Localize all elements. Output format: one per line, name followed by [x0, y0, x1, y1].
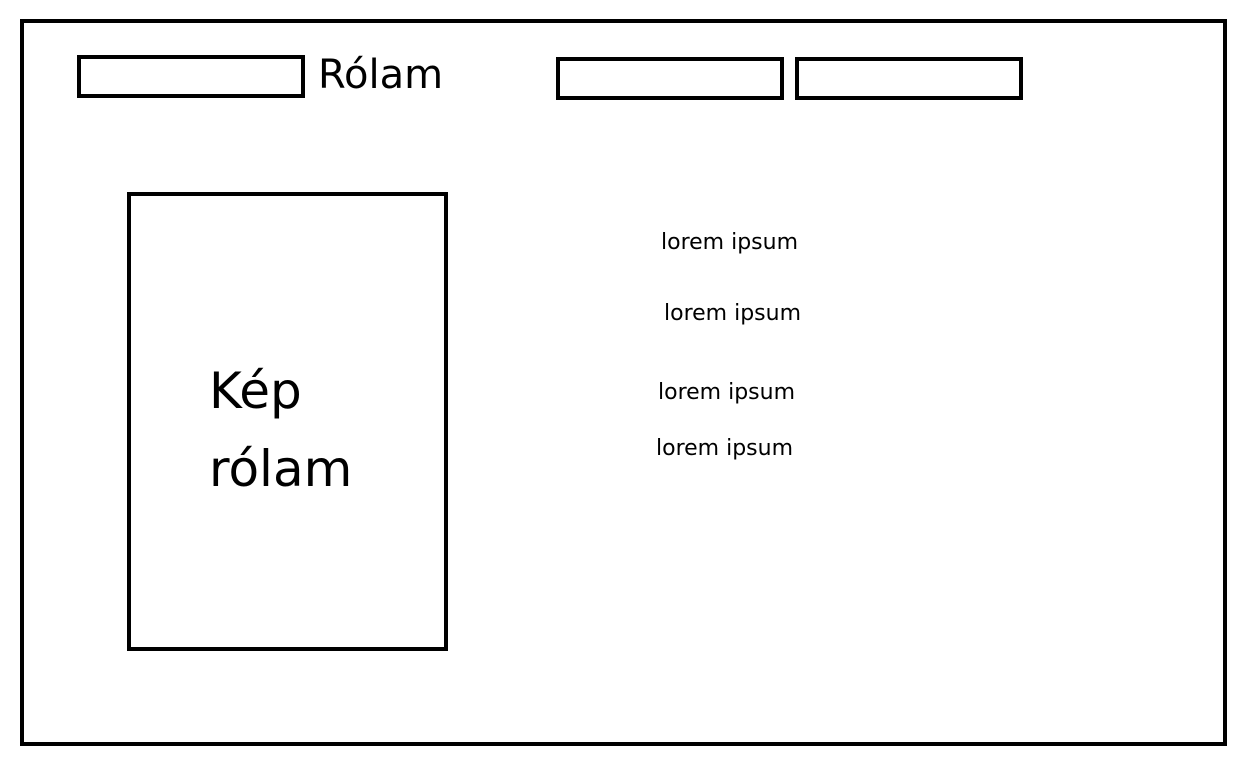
page-title: Rólam [318, 52, 444, 98]
nav-box-left[interactable] [77, 55, 305, 98]
photo-label: Kép rólam [209, 352, 352, 508]
profile-photo-placeholder: Kép rólam [127, 192, 448, 651]
nav-box-middle[interactable] [556, 57, 784, 100]
nav-box-right[interactable] [795, 57, 1023, 100]
content-text-line: lorem ipsum [664, 301, 802, 326]
photo-label-line1: Kép [209, 362, 302, 420]
content-text-line: lorem ipsum [656, 436, 794, 461]
content-text-line: lorem ipsum [658, 380, 796, 405]
content-text-line: lorem ipsum [661, 230, 799, 255]
photo-label-line2: rólam [209, 440, 353, 498]
page-frame [20, 19, 1227, 746]
